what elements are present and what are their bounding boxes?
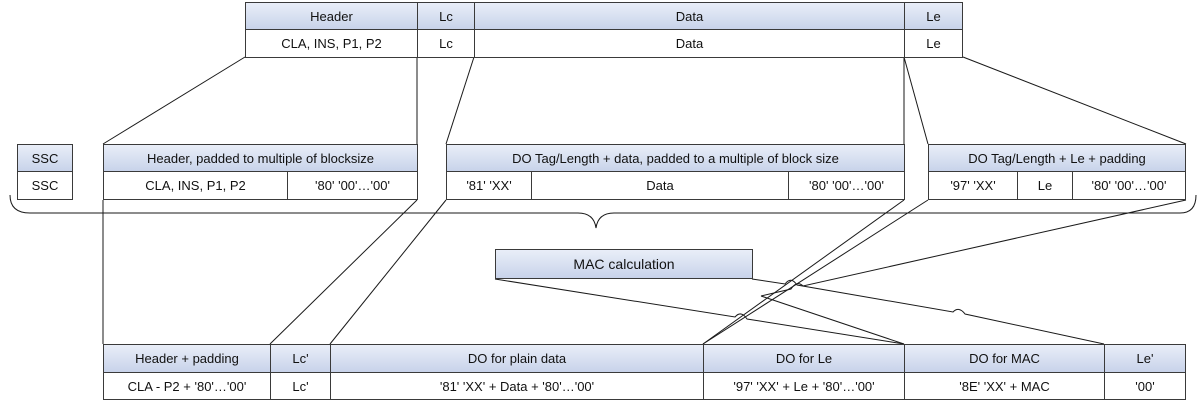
- top-lc-cell: Lc: [417, 2, 475, 30]
- do-data-padding: '80' '00'…'00': [788, 171, 905, 200]
- connector-line-hop: [760, 199, 1187, 297]
- top-data-value: Data: [474, 29, 905, 58]
- connector-line: [269, 199, 418, 345]
- connector-line: [445, 56, 475, 145]
- bottom-le: Le': [1104, 344, 1186, 373]
- bottom-header-padding: Header + padding: [103, 344, 271, 373]
- ssc-header: SSC: [17, 144, 73, 172]
- mac-calculation-box: MAC calculation: [495, 249, 753, 279]
- top-data-cell: Data: [474, 2, 905, 30]
- bottom-do-plain-data-value: '81' 'XX' + Data + '80'…'00': [330, 372, 704, 400]
- do-le-padding: '80' '00'…'00': [1072, 171, 1186, 200]
- do-data-data: Data: [531, 171, 789, 200]
- connector-line: [962, 56, 1187, 145]
- bottom-do-le-value: '97' 'XX' + Le + '80'…'00': [703, 372, 905, 400]
- bottom-do-plain-data: DO for plain data: [330, 344, 704, 373]
- connector-line: [903, 56, 929, 145]
- do-data-tag: '81' 'XX': [446, 171, 532, 200]
- mac-line-left: [494, 278, 905, 345]
- mac-line-right: [751, 278, 1105, 345]
- top-le-cell: Le: [904, 2, 963, 30]
- bottom-header-padding-value: CLA - P2 + '80'…'00': [103, 372, 271, 400]
- connector-line: [329, 199, 447, 345]
- bottom-do-le: DO for Le: [703, 344, 905, 373]
- top-le-value: Le: [904, 29, 963, 58]
- padded-header-cla: CLA, INS, P1, P2: [103, 171, 288, 200]
- do-data-title: DO Tag/Length + data, padded to a multip…: [446, 144, 905, 172]
- bottom-lc-value: Lc': [270, 372, 331, 400]
- padded-header-title: Header, padded to multiple of blocksize: [103, 144, 418, 172]
- connector-line: [702, 199, 905, 345]
- ssc-value: SSC: [17, 171, 73, 200]
- brace: [9, 194, 1197, 229]
- do-le-title: DO Tag/Length + Le + padding: [928, 144, 1186, 172]
- connector-line: [702, 199, 929, 345]
- bottom-do-mac: DO for MAC: [904, 344, 1105, 373]
- connector-line: [102, 56, 246, 145]
- bottom-do-mac-value: '8E' 'XX' + MAC: [904, 372, 1105, 400]
- do-le-tag: '97' 'XX': [928, 171, 1018, 200]
- padded-header-padding: '80' '00'…'00': [287, 171, 418, 200]
- do-le-le: Le: [1017, 171, 1073, 200]
- top-lc-value: Lc: [417, 29, 475, 58]
- connector-line: [760, 295, 905, 345]
- top-header-value: CLA, INS, P1, P2: [245, 29, 418, 58]
- bottom-lc: Lc': [270, 344, 331, 373]
- top-header-cell: Header: [245, 2, 418, 30]
- bottom-le-value: '00': [1104, 372, 1186, 400]
